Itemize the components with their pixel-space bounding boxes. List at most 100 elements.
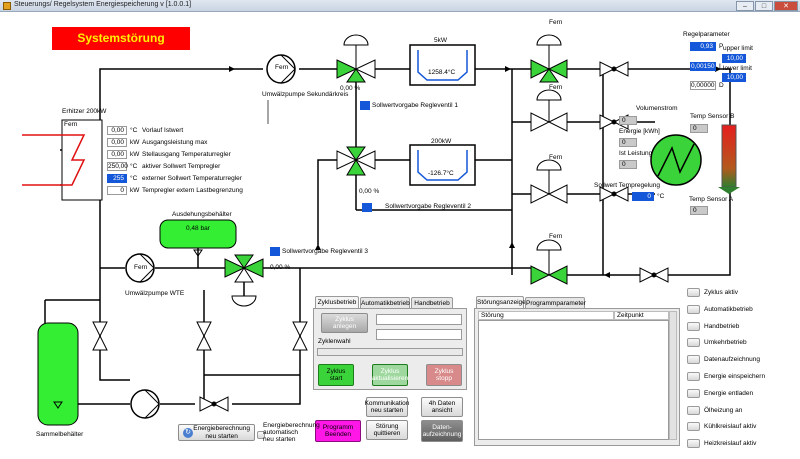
heater-unit-0: °C (130, 127, 138, 134)
sollwert-tempregelung-input[interactable]: 0 (632, 192, 654, 201)
system-fault-indicator: Systemstörung (52, 27, 190, 50)
tab-zyklusbetrieb[interactable]: Zyklusbetrieb (315, 296, 359, 309)
heater-unit-5: kW (130, 187, 140, 194)
manual-valve-d-icon (639, 267, 669, 283)
status-led-3[interactable] (687, 338, 700, 347)
status-led-7[interactable] (687, 406, 700, 415)
zyklus-start-button[interactable]: Zyklus start (318, 364, 354, 386)
stoerung-quittieren-button[interactable]: Störung quittieren (366, 420, 408, 440)
volumenstrom-value: 0 (619, 116, 637, 125)
valve-bottom-fern: Fern (549, 233, 563, 240)
status-label-8: Kühlkreislauf aktiv (704, 423, 757, 430)
maximize-button[interactable]: □ (755, 1, 773, 11)
control-valve-3-icon (224, 254, 264, 307)
fault-table-scrollbar[interactable] (669, 311, 677, 440)
tab-automatikbetrieb[interactable]: Automatikbetrieb (360, 297, 410, 309)
expansion-tank-icon (159, 219, 237, 268)
manual-valve-c-icon (599, 186, 629, 202)
temp-sensor-b-value: 0 (690, 124, 708, 133)
valve-2-label: Sollwertvorgabe Regleventil 2 (385, 203, 471, 210)
status-led-9[interactable] (687, 439, 700, 448)
zyklenwahl-dropdown[interactable] (317, 348, 463, 356)
valve-2-percent: 0,00 % (359, 188, 380, 195)
close-button[interactable]: ✕ (774, 1, 798, 11)
regelparameter-title: Regelparameter (683, 31, 730, 38)
daten-ansicht-button[interactable]: 4h Daten ansicht (421, 397, 463, 417)
status-led-4[interactable] (687, 355, 700, 364)
zyklus-aktualisieren-button[interactable]: Zyklus aktualisieren (372, 364, 408, 386)
status-label-0: Zyklus aktiv (704, 289, 738, 296)
zyklus-anlegen-button[interactable]: Zyklus anlegen (321, 313, 368, 333)
heater-value-3: 250,00 (107, 162, 128, 171)
status-led-1[interactable] (687, 305, 700, 314)
cycle-desc-field[interactable] (376, 329, 462, 340)
heater-label-4: externer Sollwert Temperaturregler (142, 175, 242, 182)
heat-exchanger-2-icon (409, 144, 476, 186)
manual-valve-a-icon (599, 61, 629, 77)
expansion-tank-title: Ausdehungsbehälter (172, 211, 232, 218)
p-value-input[interactable]: 0,93 (690, 42, 716, 51)
status-label-7: Ölheizung an (704, 407, 743, 414)
i-value-input[interactable]: 0,00150 (690, 62, 716, 71)
pump-wte-fern: Fern (134, 264, 148, 271)
valve-mid-upper-icon (530, 89, 568, 132)
storage-exchanger-icon (650, 134, 702, 186)
programm-beenden-button[interactable]: Programm Beenden (315, 420, 361, 442)
valve-2-setpoint-input[interactable] (362, 203, 372, 212)
valve-bottom-right-icon (530, 239, 568, 285)
col-stoerung: Störung (478, 311, 614, 320)
valve-1-percent: 0,00 % (340, 85, 361, 92)
sollwert-tempregelung-label: Sollwert Tempregelung (594, 182, 660, 189)
refresh-icon: ↻ (183, 428, 193, 438)
status-led-0[interactable] (687, 288, 700, 297)
tab-stoerungsanzeige[interactable]: Störungsanzeige (476, 296, 526, 309)
heater-label-0: Vorlauf Istwert (142, 127, 184, 134)
zyklenwahl-label: Zyklenwahl (318, 338, 351, 345)
lower-limit-input[interactable]: 10,00 (722, 73, 746, 82)
status-label-5: Energie einspeichern (704, 373, 766, 380)
valve-3-setpoint-input[interactable] (270, 247, 280, 256)
heater-unit-1: kW (130, 139, 140, 146)
heater-unit-4: °C (130, 175, 138, 182)
window-title: Steuerungs/ Regelsystem Energiespeicheru… (14, 1, 192, 8)
pump-wte-label: Umwälzpumpe WTE (125, 290, 185, 297)
tab-handbetrieb[interactable]: Handbetrieb (411, 297, 453, 309)
valve-1-label: Sollwertvorgabe Regleventil 1 (372, 102, 458, 109)
upper-limit-label: upper limit (723, 45, 753, 52)
heater-value-0: 0,00 (107, 126, 127, 135)
heater-icon (22, 119, 103, 201)
datenaufzeichnung-button[interactable]: Daten- aufzeichnung (421, 420, 463, 442)
zyklus-stopp-button[interactable]: Zyklus stopp (426, 364, 462, 386)
status-led-5[interactable] (687, 372, 700, 381)
energieberechnung-neu-starten-button[interactable]: ↻ Energieberechnung neu starten (178, 424, 255, 441)
heater-label-1: Ausgangsleistung max (142, 139, 208, 146)
control-valve-1-icon (336, 34, 376, 83)
minimize-button[interactable]: – (736, 1, 754, 11)
energieberechnung-auto-checkbox[interactable] (257, 431, 265, 439)
manual-valve-h-icon (199, 396, 229, 412)
status-label-3: Umkehrbetrieb (704, 339, 747, 346)
status-led-2[interactable] (687, 322, 700, 331)
kommunikation-neu-starten-button[interactable]: Kommunikation neu starten (365, 397, 409, 417)
pump-secondary-label: Umwälzpumpe Sekundärkreis (262, 91, 349, 98)
manual-valve-f-icon (196, 321, 212, 351)
cycle-name-field[interactable] (376, 314, 462, 325)
valve-top-right-icon (530, 34, 568, 83)
heater-label-3: aktiver Sollwert Tempregler (142, 163, 221, 170)
tab-programmparameter[interactable]: Programmparameter (525, 297, 586, 309)
energie-label: Energie [kWh] (619, 128, 660, 135)
status-led-6[interactable] (687, 389, 700, 398)
heater-unit-2: kW (130, 151, 140, 158)
heater-value-4[interactable]: 255 (107, 174, 127, 183)
app-icon (3, 2, 11, 10)
status-led-8[interactable] (687, 422, 700, 431)
d-value-input[interactable]: 0,00000 (690, 81, 716, 90)
upper-limit-input[interactable]: 10,00 (722, 54, 746, 63)
leistung-label: Ist Leistung (619, 150, 653, 157)
pump-secondary-icon (266, 54, 296, 84)
fault-table-body[interactable] (478, 320, 669, 440)
valve-1-setpoint-input[interactable] (360, 101, 370, 110)
valve-3-percent: 0,00 % (270, 264, 291, 271)
heater-title: Erhitzer 200kW (62, 108, 107, 115)
temperature-gradient-bar-icon (718, 124, 740, 194)
